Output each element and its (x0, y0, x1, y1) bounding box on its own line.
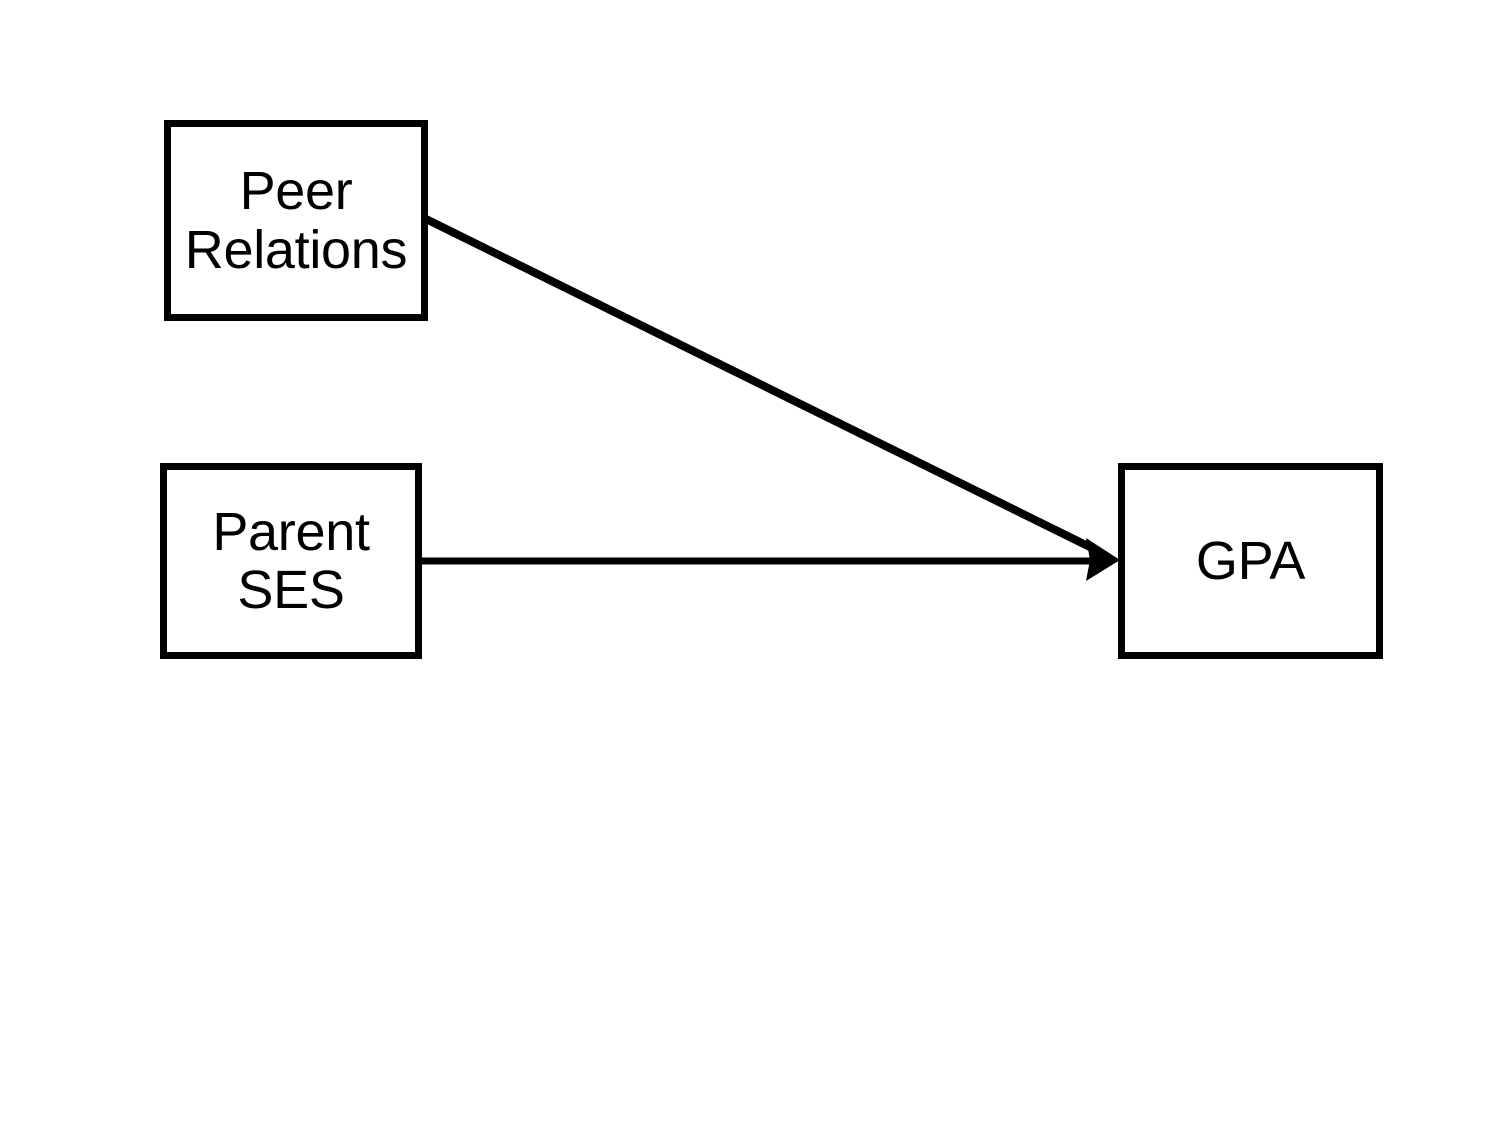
node-peer-relations[interactable]: Peer Relations (164, 120, 428, 321)
arrow-shaft (424, 215, 1102, 556)
arrowhead-triangle (1086, 538, 1120, 581)
node-parent-ses[interactable]: Parent SES (160, 463, 422, 659)
node-gpa[interactable]: GPA (1118, 463, 1383, 659)
arrowhead-into-gpa (1086, 538, 1120, 581)
node-parent-ses-label: Parent SES (212, 501, 370, 620)
node-gpa-label: GPA (1195, 530, 1306, 591)
node-peer-relations-label: Peer Relations (184, 161, 408, 280)
arrow-peer-relations-to-gpa[interactable] (424, 215, 1102, 556)
